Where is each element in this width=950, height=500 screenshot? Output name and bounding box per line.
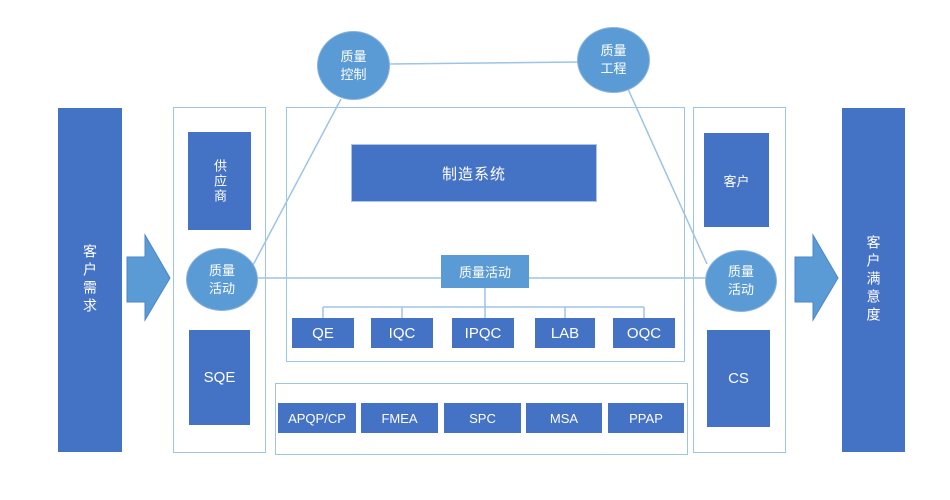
sqe-box: SQE xyxy=(189,330,250,425)
quality-engineering-circle: 质量 工程 xyxy=(577,27,650,93)
spc-box: SPC xyxy=(444,403,521,433)
oqc-box: OQC xyxy=(613,318,675,348)
cs-box: CS xyxy=(707,330,770,427)
supplier-label: 供应商 xyxy=(212,158,227,204)
apqp-cp-box: APQP/CP xyxy=(278,403,356,433)
connector-qe-to-right-activity xyxy=(627,88,708,265)
customer-demand-label: 客户需求 xyxy=(82,244,98,316)
right-quality-activity-circle: 质量 活动 xyxy=(705,250,777,312)
connector-qc-to-left-activity xyxy=(251,98,342,268)
tools-group-container xyxy=(275,383,688,455)
customer-satisfaction-bar: 客户满意度 xyxy=(842,108,905,452)
msa-box: MSA xyxy=(526,403,602,433)
right-flow-arrow-icon xyxy=(794,233,839,322)
fmea-box: FMEA xyxy=(361,403,438,433)
customer-box: 客户 xyxy=(704,133,769,227)
manufacturing-system-box: 制造系统 xyxy=(351,144,597,202)
quality-control-circle: 质量 控制 xyxy=(317,31,390,100)
customer-group-container xyxy=(693,107,786,453)
customer-satisfaction-label: 客户满意度 xyxy=(865,235,882,325)
customer-demand-bar: 客户需求 xyxy=(58,108,122,452)
left-quality-activity-circle: 质量 活动 xyxy=(186,248,258,311)
supplier-box: 供应商 xyxy=(188,132,251,230)
quality-activity-hub-box: 质量活动 xyxy=(441,255,529,288)
left-flow-arrow-icon xyxy=(126,233,171,322)
manufacturing-group-container xyxy=(286,107,685,362)
ipqc-box: IPQC xyxy=(452,318,514,348)
iqc-box: IQC xyxy=(371,318,433,348)
connector-qc-to-qe xyxy=(388,61,579,65)
supplier-group-container xyxy=(173,107,266,453)
qe-box: QE xyxy=(292,318,354,348)
lab-box: LAB xyxy=(535,318,595,348)
ppap-box: PPAP xyxy=(608,403,684,433)
